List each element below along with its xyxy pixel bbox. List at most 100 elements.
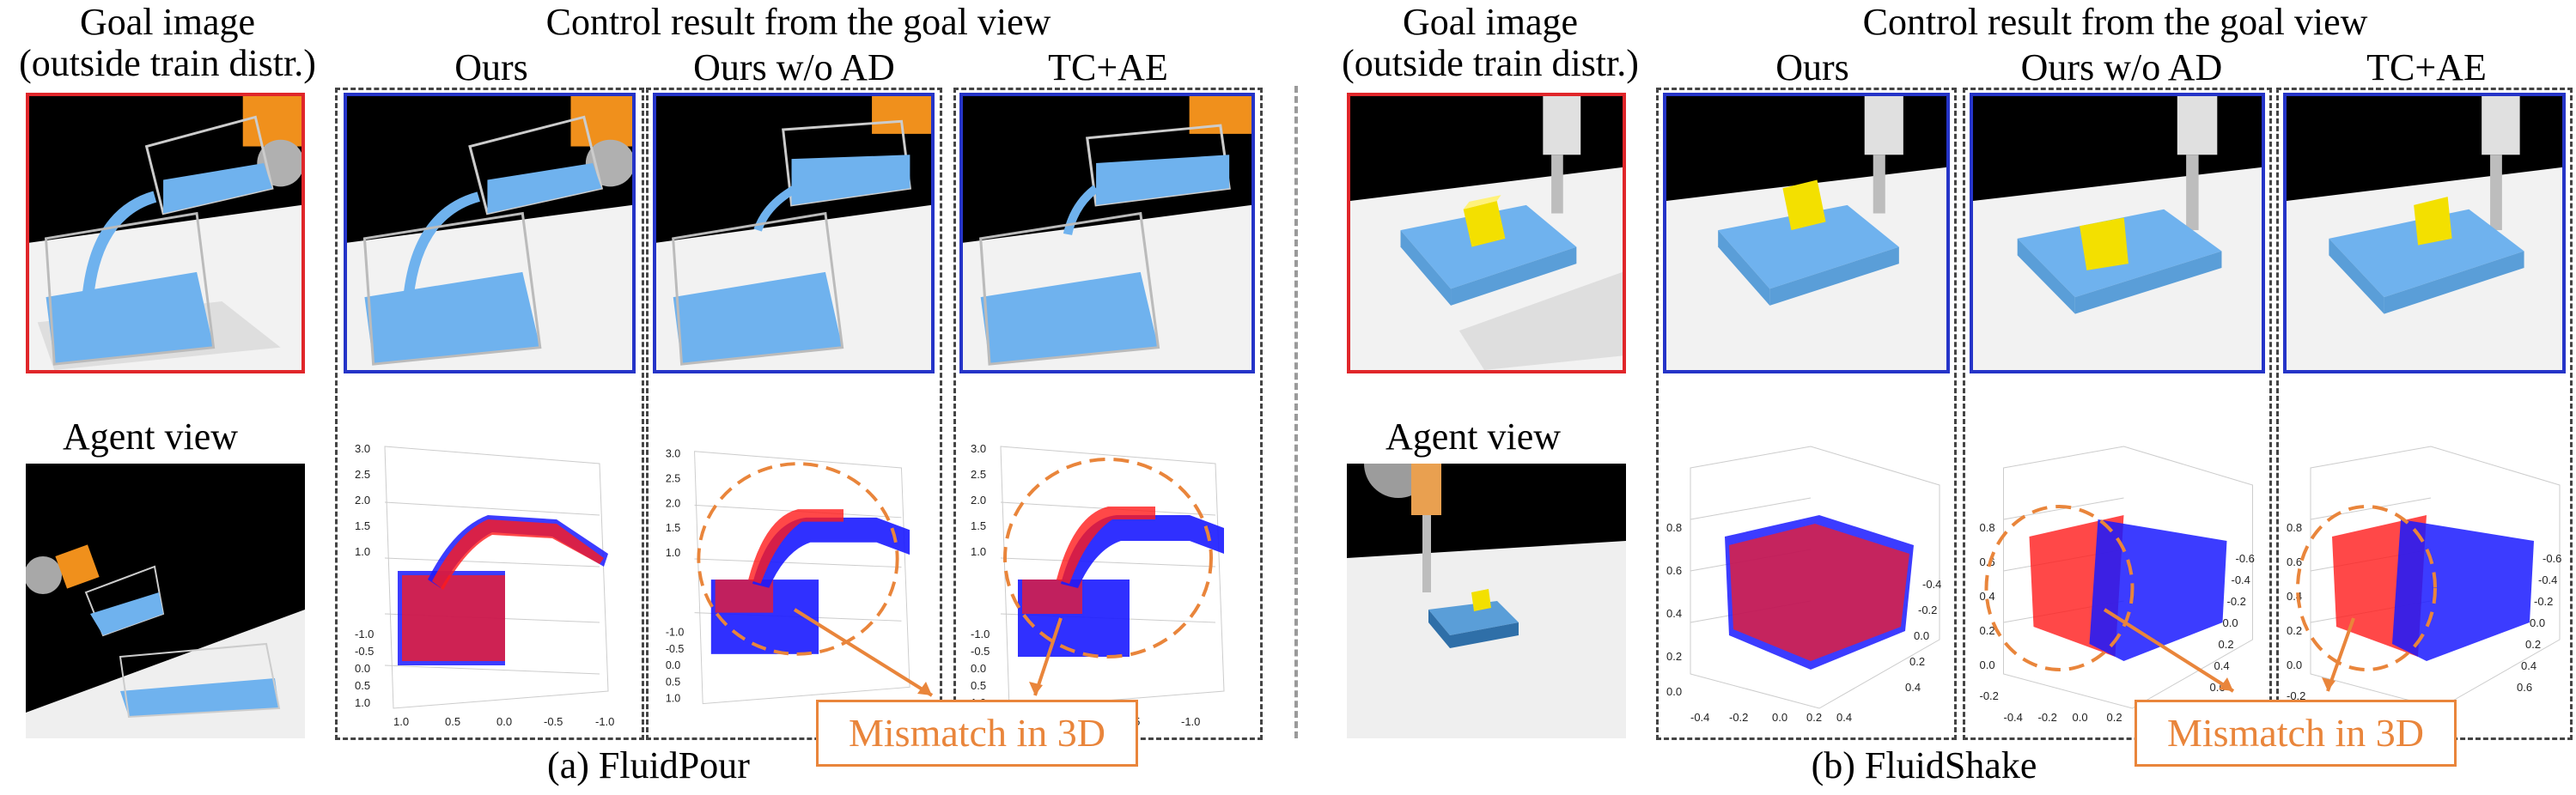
svg-text:0.0: 0.0 xyxy=(1772,711,1787,724)
svg-text:3.0: 3.0 xyxy=(355,442,370,455)
scatter-plot-tcae-b: 0.80.6 0.40.2 0.0-0.2 -0.6-0.4 -0.20.0 0… xyxy=(2287,446,2561,709)
svg-text:0.5: 0.5 xyxy=(355,679,370,692)
svg-text:0.2: 0.2 xyxy=(1909,655,1925,668)
mismatch-circle-tcae-b xyxy=(2296,505,2437,671)
plot-tcae-fluidpour: 3.02.5 2.01.5 1.0-1.0 -0.50.0 0.51.0 -0.… xyxy=(966,434,1250,730)
goal-image-title: Goal image xyxy=(79,1,256,43)
svg-text:-1.0: -1.0 xyxy=(971,628,990,640)
x-tick-labels-ours-a: 1.0 0.5 0.0 -0.5 -1.0 xyxy=(393,715,614,728)
svg-text:-0.4: -0.4 xyxy=(1690,711,1709,724)
svg-text:0.2: 0.2 xyxy=(2287,624,2302,637)
svg-text:1.0: 1.0 xyxy=(971,545,986,558)
y-tick-labels-tcae-b: -0.6-0.4 -0.20.0 0.20.40.6 xyxy=(2517,552,2561,694)
svg-text:-0.2: -0.2 xyxy=(1918,604,1937,616)
svg-text:-0.4: -0.4 xyxy=(2004,711,2023,724)
svg-text:-0.2: -0.2 xyxy=(2038,711,2057,724)
svg-text:0.6: 0.6 xyxy=(1666,564,1682,577)
svg-text:3.0: 3.0 xyxy=(666,447,680,459)
svg-text:-0.4: -0.4 xyxy=(2538,573,2557,586)
svg-text:0.0: 0.0 xyxy=(355,662,370,675)
y-tick-labels-ours-b: -0.4-0.2 0.00.20.4 xyxy=(1905,578,1941,694)
svg-text:-0.4: -0.4 xyxy=(1922,578,1941,591)
svg-text:-1.0: -1.0 xyxy=(595,715,614,728)
result-image-ours-wo-ad-fluidpour xyxy=(653,93,935,373)
agent-view-image-fluidshake xyxy=(1347,464,1626,738)
svg-text:0.2: 0.2 xyxy=(2219,638,2234,651)
goal-image-subtitle: (outside train distr.) xyxy=(1342,42,1639,84)
goal-image-header-b: Goal image (outside train distr.) xyxy=(1323,2,1658,84)
svg-text:1.0: 1.0 xyxy=(355,545,370,558)
result-box-ours-b xyxy=(1656,88,1957,740)
svg-text:-0.5: -0.5 xyxy=(355,645,374,658)
goal-image-title: Goal image xyxy=(1402,1,1579,43)
shake-scene-agent xyxy=(1347,464,1626,738)
svg-text:0.0: 0.0 xyxy=(2073,711,2088,724)
pour-scene-ours-wo-ad xyxy=(656,96,931,370)
svg-text:0.2: 0.2 xyxy=(1666,650,1682,663)
caption-fluidshake: (b) FluidShake xyxy=(1811,744,2037,786)
z-tick-labels-ours-wo-ad-b: 0.80.6 0.40.2 0.0-0.2 xyxy=(1980,521,1999,702)
agent-view-header-b: Agent view xyxy=(1385,416,1562,458)
svg-text:0.4: 0.4 xyxy=(1666,607,1682,620)
pour-scene-agent xyxy=(26,544,305,738)
agent-view-header-a: Agent view xyxy=(62,416,239,458)
svg-text:-0.5: -0.5 xyxy=(666,643,685,655)
pour-scene-tcae xyxy=(963,96,1251,370)
svg-text:1.5: 1.5 xyxy=(355,519,370,532)
svg-text:0.0: 0.0 xyxy=(2223,616,2238,629)
y-tick-labels-ours-a: 3.02.5 2.01.5 1.0-1.0 -0.50.0 0.51.0 xyxy=(355,442,374,709)
svg-text:0.5: 0.5 xyxy=(445,715,460,728)
scatter-plot-ours-wo-ad-a: 3.02.5 2.01.5 1.0-1.0 -0.50.0 0.51.0 xyxy=(666,447,910,705)
col-header-tcae-b: TC+AE xyxy=(2366,46,2487,88)
svg-text:-0.5: -0.5 xyxy=(544,715,563,728)
svg-text:0.4: 0.4 xyxy=(1980,590,1995,603)
goal-image-fluidshake xyxy=(1347,93,1626,373)
particles-ours-wo-ad-a xyxy=(710,509,910,654)
svg-text:0.4: 0.4 xyxy=(1836,711,1852,724)
svg-text:0.8: 0.8 xyxy=(1980,521,1995,534)
y-tick-labels-ours-wo-ad-b: -0.6-0.4 -0.20.0 0.20.40.6 xyxy=(2210,552,2255,694)
result-box-ours-a xyxy=(335,88,644,740)
svg-text:-0.2: -0.2 xyxy=(2227,595,2246,608)
scatter-plot-ours-a: 3.02.5 2.01.5 1.0-1.0 -0.50.0 0.51.0 1.0… xyxy=(355,442,614,728)
mismatch-arrows-a xyxy=(793,608,1063,697)
svg-text:1.5: 1.5 xyxy=(666,522,680,534)
result-image-ours-fluidshake xyxy=(1663,93,1950,373)
svg-text:-0.4: -0.4 xyxy=(2232,573,2250,586)
svg-text:1.0: 1.0 xyxy=(355,696,370,709)
svg-text:0.4: 0.4 xyxy=(2214,659,2230,672)
svg-text:0.0: 0.0 xyxy=(496,715,512,728)
result-box-ours-wo-ad-b xyxy=(1963,88,2272,740)
svg-text:0.0: 0.0 xyxy=(1914,629,1929,642)
svg-text:0.5: 0.5 xyxy=(971,679,986,692)
mismatch-label-b: Mismatch in 3D xyxy=(2134,700,2457,767)
svg-text:0.2: 0.2 xyxy=(2525,638,2541,651)
svg-text:0.0: 0.0 xyxy=(666,659,680,671)
result-box-ours-wo-ad-a xyxy=(646,88,942,740)
y-tick-labels-ours-wo-ad-a: 3.02.5 2.01.5 1.0-1.0 -0.50.0 0.51.0 xyxy=(666,447,685,704)
col-header-ours-b: Ours xyxy=(1775,46,1849,88)
pour-scene-ours xyxy=(347,96,632,370)
shake-scene-goal xyxy=(1350,96,1623,370)
result-image-tcae-fluidpour xyxy=(959,93,1255,373)
svg-text:0.5: 0.5 xyxy=(666,676,680,688)
particles-tcae-a xyxy=(1018,507,1224,657)
particles-ours-a xyxy=(398,515,608,665)
svg-text:1.0: 1.0 xyxy=(393,715,409,728)
shake-scene-ours xyxy=(1666,96,1946,370)
svg-text:1.0: 1.0 xyxy=(666,547,680,559)
col-header-ours-wo-ad-a: Ours w/o AD xyxy=(693,46,895,88)
svg-text:0.0: 0.0 xyxy=(1980,658,1995,671)
mismatch-circle-ours-wo-ad-b xyxy=(1984,505,2134,671)
col-header-tcae-a: TC+AE xyxy=(1048,46,1168,88)
panel-separator xyxy=(1294,86,1298,738)
svg-text:0.0: 0.0 xyxy=(971,662,986,675)
svg-text:0.6: 0.6 xyxy=(2517,681,2532,694)
svg-text:-0.2: -0.2 xyxy=(1729,711,1748,724)
shake-scene-ours-wo-ad xyxy=(1973,96,2262,370)
col-header-ours-a: Ours xyxy=(454,46,528,88)
